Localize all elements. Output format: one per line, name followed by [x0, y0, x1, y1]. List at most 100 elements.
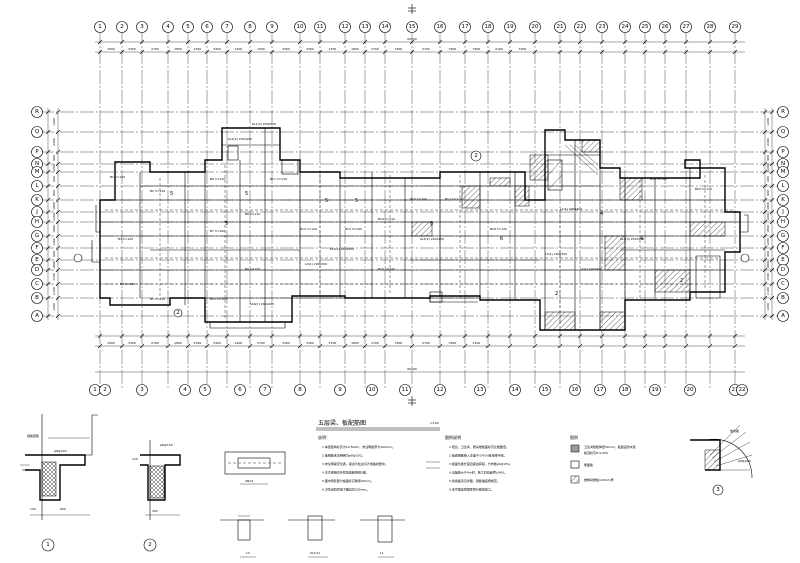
axis-bubble-top	[339, 21, 351, 33]
axis-bubble-bottom-label: 13	[477, 387, 484, 393]
axis-bubble-left-label: K	[35, 197, 39, 203]
slab-label: B7 h=100	[210, 229, 225, 233]
axis-bubble-left-label: M	[35, 169, 40, 175]
dim-tick	[707, 39, 713, 45]
dim-tick	[599, 49, 605, 55]
dimension-value: 2400	[52, 138, 56, 146]
dim-tick	[97, 333, 103, 339]
dim-tick	[683, 39, 689, 45]
dimension-value: 600	[52, 251, 56, 257]
axis-bubble-bottom-label: 4	[183, 387, 187, 393]
dim-tick	[769, 197, 775, 203]
dimension-value: 2300	[194, 341, 202, 345]
balcony-outlines	[91, 205, 749, 329]
axis-bubble-right	[777, 216, 789, 228]
dim-tick	[409, 333, 415, 339]
slab-label: B3 h=120	[118, 237, 133, 241]
axis-bubble-left	[31, 146, 43, 158]
dim-tick	[139, 49, 145, 55]
room-mark: 4	[600, 211, 603, 217]
axis-bubble-right	[777, 278, 789, 290]
axis-bubble-top-label: 27	[683, 24, 690, 30]
dim-tick	[762, 209, 768, 215]
dim-tick	[247, 333, 253, 339]
axis-bubble-bottom	[136, 384, 148, 396]
axis-bubble-bottom	[334, 384, 346, 396]
note-line: 5.悬挑板另见详图，钢筋锚固按规范。	[449, 478, 500, 483]
dim-tick	[462, 333, 468, 339]
axis-bubble-top-label: 24	[622, 24, 629, 30]
dim-tick	[139, 333, 145, 339]
axis-bubble-right	[777, 194, 789, 206]
dim-tick	[269, 333, 275, 339]
axis-bubble-right	[777, 292, 789, 304]
dim-tick	[342, 39, 348, 45]
notes-right: 图例说明 1.阳台、卫生间、厨房楼板面标高比楼面低。2.板底钢筋伸入支座不小于5…	[445, 434, 512, 492]
dim-tick	[577, 343, 583, 349]
detail-2: φ8@150 120 300 2	[132, 440, 181, 552]
dim-tick	[707, 343, 713, 349]
dim-tick	[119, 39, 125, 45]
dim-tick	[732, 39, 738, 45]
notes-right-heading: 图例说明	[445, 434, 461, 440]
dim-tick	[185, 39, 191, 45]
axis-bubble-top-label: 2	[120, 24, 124, 30]
axis-bubble-left-label: E	[35, 257, 39, 263]
dim-tick	[707, 49, 713, 55]
dim-tick	[45, 295, 51, 301]
note-line: 3.板面负筋长度自梁边算起，分布筋φ6@250。	[449, 461, 512, 466]
dim-tick	[762, 219, 768, 225]
title-block: 五层梁、板配筋图 1:100	[316, 419, 440, 431]
dim-tick	[45, 245, 51, 251]
dim-tick	[317, 343, 323, 349]
dim-tick	[165, 343, 171, 349]
axis-bubble-bottom	[294, 384, 306, 396]
dim-tick	[247, 39, 253, 45]
dimension-value: 1800	[174, 341, 182, 345]
dim-tick	[45, 161, 51, 167]
dimension-value: 1500	[257, 47, 265, 51]
note-line: 1.阳台、卫生间、厨房楼板面标高比楼面低。	[449, 444, 509, 449]
dim-tick	[762, 183, 768, 189]
axis-bubble-top	[529, 21, 541, 33]
dim-tick	[683, 49, 689, 55]
axis-bubble-right	[777, 106, 789, 118]
dimension-value: 1800	[52, 202, 56, 210]
dim-tick	[769, 257, 775, 263]
axis-bubble-bottom	[259, 384, 271, 396]
axis-bubble-bottom	[569, 384, 581, 396]
dim-tick	[769, 245, 775, 251]
dim-tick	[55, 129, 61, 135]
axis-bubble-top	[94, 21, 106, 33]
dim-tick	[462, 343, 468, 349]
axis-bubble-top-label: 23	[599, 24, 606, 30]
dim-tick	[762, 161, 768, 167]
legend-heading: 图例	[570, 434, 578, 440]
dim-tick	[55, 295, 61, 301]
dim-tick	[557, 343, 563, 349]
axis-bubble-top	[294, 21, 306, 33]
dim-tick	[55, 197, 61, 203]
dimension-value: 900	[52, 190, 56, 196]
room-mark: 4	[640, 236, 643, 242]
detail-2-label: 120	[132, 457, 138, 461]
dim-tick	[642, 343, 648, 349]
legend-swatch-empty	[570, 460, 580, 469]
beam-detail-label: 4Φ14	[245, 479, 253, 483]
dimension-value: 1200	[766, 238, 770, 246]
room-mark: 5	[245, 191, 248, 197]
detail-1-label: 100	[30, 507, 36, 511]
axis-bubble-right-label: M	[781, 169, 786, 175]
beam-label: KL6(1) 200x400	[250, 302, 274, 306]
axis-bubble-bottom-label: 1	[93, 387, 97, 393]
dimension-value: 2100	[766, 287, 770, 295]
dim-tick	[119, 343, 125, 349]
dimension-value: 1500	[52, 273, 56, 281]
detail-1-label: 挑板配筋	[27, 433, 39, 438]
dimension-value: 2400	[235, 341, 243, 345]
dimension-value: 600	[52, 176, 56, 182]
axis-bubble-left-label: P	[35, 149, 39, 155]
dim-tick	[485, 333, 491, 339]
